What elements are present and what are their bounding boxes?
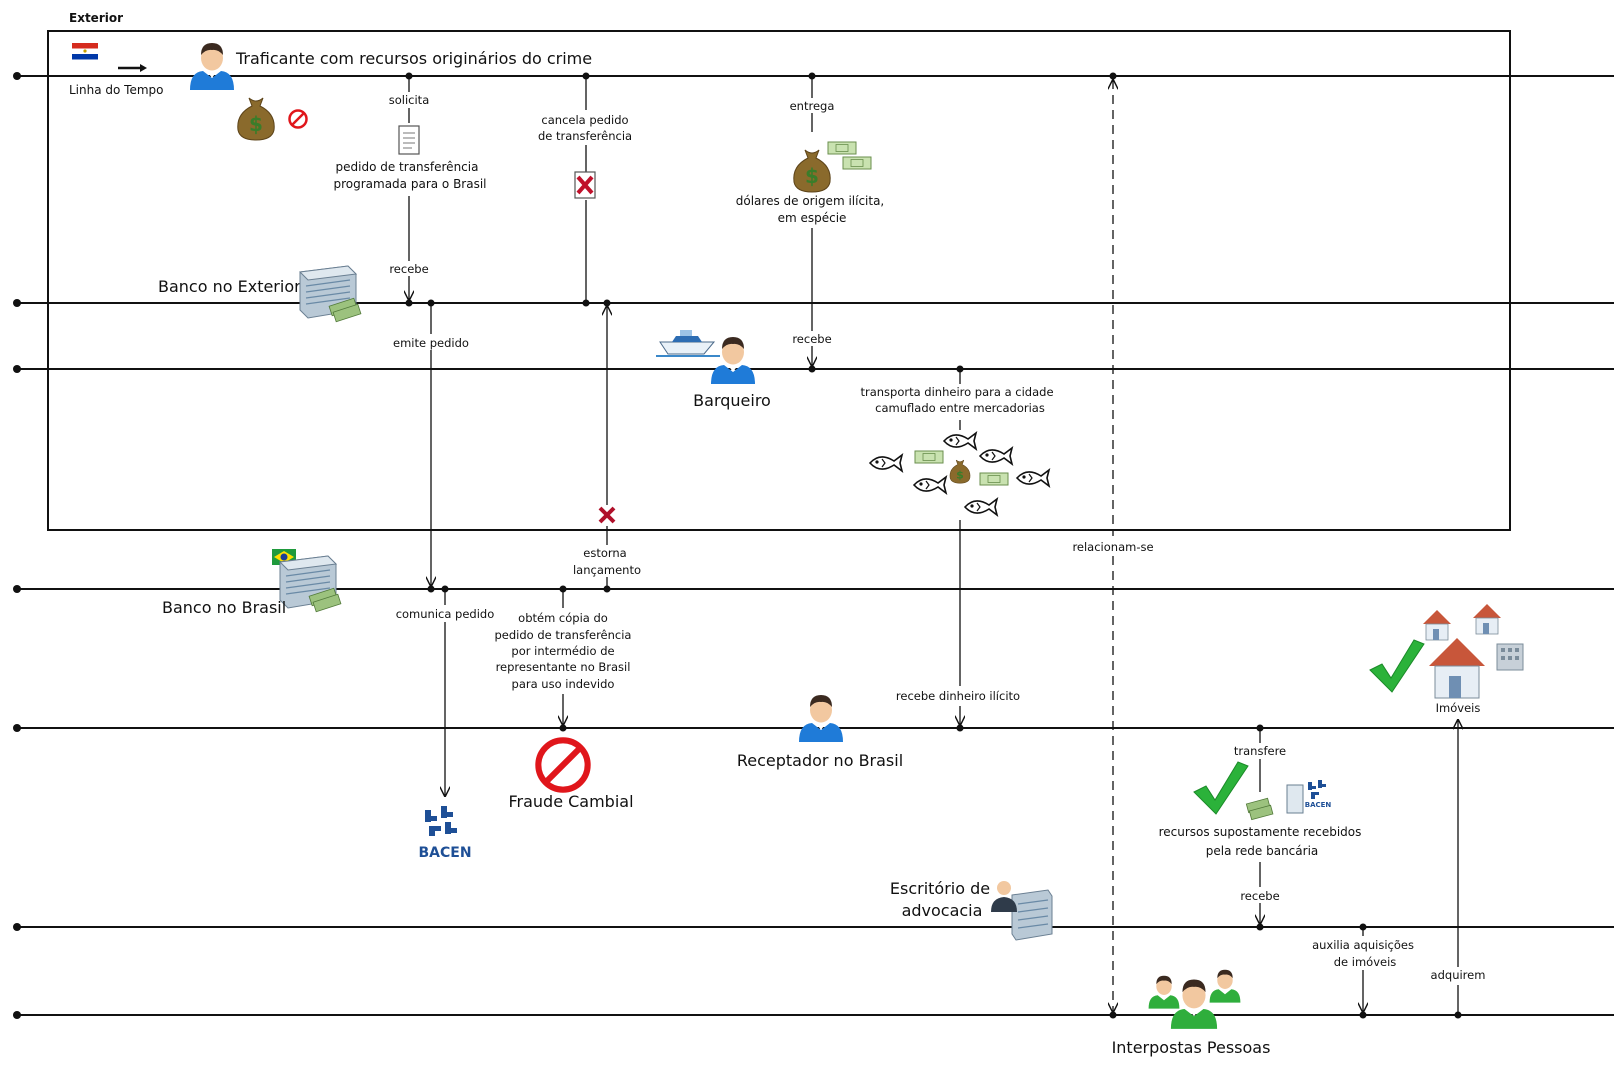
actor-imoveis: Imóveis xyxy=(1436,701,1481,715)
label-cancela-1: cancela pedido xyxy=(541,113,628,127)
flow-estorna xyxy=(604,299,611,593)
label-transporta-1: transporta dinheiro para a cidade xyxy=(860,385,1053,399)
paraguay-flag-icon xyxy=(72,43,98,60)
money-bag-icon xyxy=(949,459,971,484)
bill-icon xyxy=(914,450,944,464)
timeline-label: Linha do Tempo xyxy=(69,83,164,97)
checkmark-icon xyxy=(1369,639,1425,693)
fish-icon xyxy=(869,454,903,472)
label-pedido-1: pedido de transferência xyxy=(336,160,479,174)
fish-icon xyxy=(964,498,998,516)
label-obtem-4: representante no Brasil xyxy=(496,660,631,674)
arrow-right-icon xyxy=(118,64,147,72)
person-icon xyxy=(799,695,843,742)
bacen-label: BACEN xyxy=(418,845,471,861)
actor-barqueiro: Barqueiro xyxy=(693,391,771,410)
label-relacionam: relacionam-se xyxy=(1072,540,1153,554)
flow-solicita xyxy=(406,72,413,307)
group-people-icon xyxy=(1148,969,1241,1029)
forbidden-icon xyxy=(288,109,308,129)
flow-relacionam xyxy=(1110,72,1117,1019)
flow-auxilia xyxy=(1360,923,1367,1019)
house-icon xyxy=(1422,609,1452,641)
label-obtem-5: para uso indevido xyxy=(512,677,615,691)
house-icon xyxy=(1429,638,1485,699)
fish-icon xyxy=(1016,469,1050,487)
label-auxilia-1: auxilia aquisições xyxy=(1312,938,1414,952)
label-transfere: transfere xyxy=(1234,744,1286,758)
actor-escritorio-2: advocacia xyxy=(902,901,983,920)
region-label: Exterior xyxy=(69,11,123,25)
fraude-cambial: Fraude Cambial xyxy=(508,792,633,811)
flow-cancela xyxy=(582,72,590,307)
document-icon xyxy=(398,125,420,155)
label-estorna-1: estorna xyxy=(583,546,626,560)
label-obtem-3: por intermédio de xyxy=(511,644,614,658)
cross-mark-icon xyxy=(598,506,616,524)
forbidden-icon xyxy=(535,737,591,793)
label-transporta-2: camuflado entre mercadorias xyxy=(875,401,1045,415)
actor-escritorio-1: Escritório de xyxy=(890,879,990,898)
office-building-icon xyxy=(1496,643,1524,671)
label-adquirem: adquirem xyxy=(1431,968,1486,982)
actor-banco-brasil: Banco no Brasil xyxy=(162,598,286,617)
bill-icon xyxy=(827,141,857,155)
bill-icon xyxy=(842,156,872,170)
actor-traficante: Traficante com recursos originários do c… xyxy=(235,49,592,68)
fish-money-cluster xyxy=(869,432,1050,516)
actor-banco-exterior: Banco no Exterior xyxy=(158,277,301,296)
lane-start-dots xyxy=(13,72,21,1019)
actor-receptador: Receptador no Brasil xyxy=(737,751,903,770)
fish-icon xyxy=(943,432,977,450)
label-cancela-2: de transferência xyxy=(538,129,632,143)
boat-icon xyxy=(656,330,720,357)
actor-interpostas: Interpostas Pessoas xyxy=(1112,1038,1271,1057)
cancel-document-icon xyxy=(574,171,596,199)
bank-building-icon xyxy=(279,555,342,613)
label-recursos-1: recursos supostamente recebidos xyxy=(1159,825,1362,839)
money-stack-icon xyxy=(1245,797,1274,821)
label-pedido-2: programada para o Brasil xyxy=(333,177,486,191)
bacen-small-label: BACEN xyxy=(1305,801,1332,809)
bank-building-icon xyxy=(299,265,362,323)
fish-icon xyxy=(979,447,1013,465)
checkmark-icon xyxy=(1193,761,1249,815)
label-obtem-1: obtém cópia do xyxy=(518,611,608,625)
label-recebe-ilicito: recebe dinheiro ilícito xyxy=(896,689,1020,703)
label-recursos-2: pela rede bancária xyxy=(1206,844,1319,858)
exterior-frame xyxy=(47,30,1511,531)
label-recebe-barqueiro: recebe xyxy=(792,332,831,346)
label-dolares-2: em espécie xyxy=(778,211,847,225)
bacen-logo-icon xyxy=(425,806,457,836)
label-entrega: entrega xyxy=(790,99,835,113)
label-solicita: solicita xyxy=(389,93,430,107)
label-estorna-2: lançamento xyxy=(573,563,641,577)
money-bag-icon xyxy=(793,149,831,193)
flow-obtem xyxy=(560,585,567,732)
label-recebe-banco: recebe xyxy=(389,262,428,276)
house-icon xyxy=(1472,603,1502,635)
lawyer-icon xyxy=(991,881,1053,941)
flow-adquirem xyxy=(1455,720,1462,1019)
person-icon xyxy=(190,43,234,90)
flow-emite-pedido xyxy=(428,299,435,593)
person-icon xyxy=(711,337,755,384)
label-dolares-1: dólares de origem ilícita, xyxy=(736,194,885,208)
label-auxilia-2: de imóveis xyxy=(1334,955,1397,969)
label-recebe-escritorio: recebe xyxy=(1240,889,1279,903)
bill-icon xyxy=(979,472,1009,486)
fish-icon xyxy=(913,476,947,494)
flow-comunica xyxy=(442,585,449,797)
money-bag-icon xyxy=(237,97,275,141)
bacen-logo-icon xyxy=(1286,780,1326,814)
label-emite-pedido: emite pedido xyxy=(393,336,469,350)
label-comunica: comunica pedido xyxy=(396,607,495,621)
flow-transfere xyxy=(1257,724,1264,931)
flow-entrega xyxy=(809,72,816,373)
label-obtem-2: pedido de transferência xyxy=(495,628,632,642)
node-recebe-ilicito xyxy=(956,724,964,732)
